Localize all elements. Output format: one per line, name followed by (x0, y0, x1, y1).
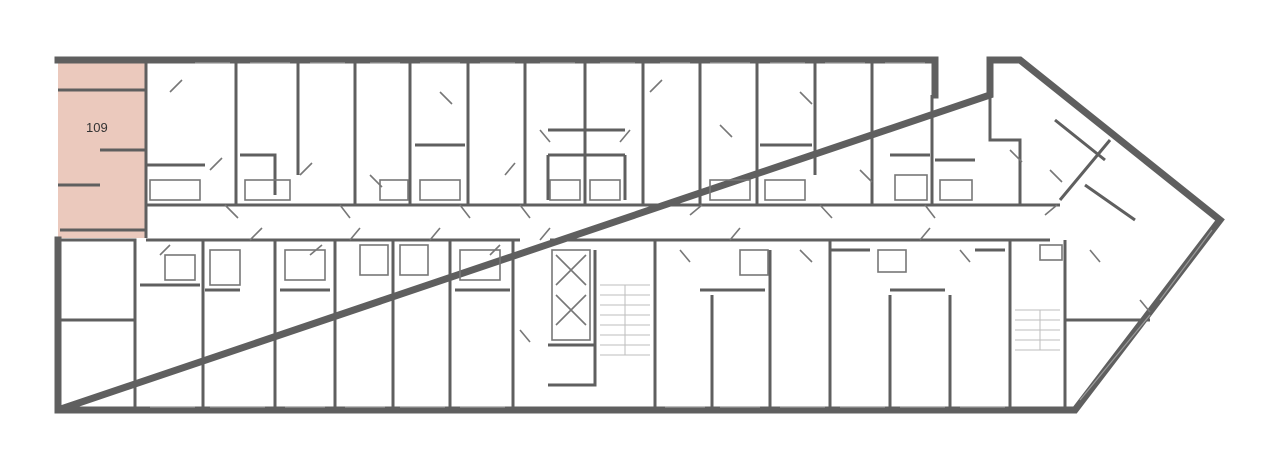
top-row-partitions (58, 60, 1136, 238)
fixtures (149, 174, 1063, 286)
bottom-row-partitions (58, 238, 1150, 410)
stairwell (548, 249, 1060, 387)
corridor (146, 203, 1060, 242)
apartment-109-label: 109 (86, 120, 108, 135)
outer-walls (54, 56, 1225, 414)
doors (159, 79, 1151, 343)
windows (150, 62, 1213, 408)
